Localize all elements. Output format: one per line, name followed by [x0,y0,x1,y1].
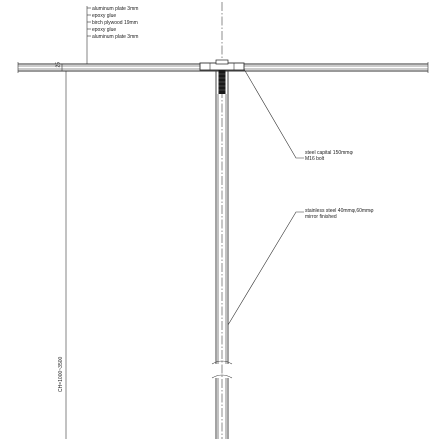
column-callout: stainless steel 40mmφ,60mmφ mirror finis… [227,208,374,326]
capital-callout-line2: M16 bolt [305,156,325,162]
layer-label-3: birch plywood 19mm [92,20,138,26]
m16-bolt [215,59,229,94]
column-break-symbol [211,360,233,379]
layer-leaders [86,6,91,64]
capital-callout-line1: steel capital 150mmφ [305,150,353,156]
column-callout-line2: mirror finished [305,214,337,220]
column-callout-line1: stainless steel 40mmφ,60mmφ [305,208,374,214]
slab-thickness-label: 25 [56,62,62,68]
layer-label-2: epoxy glue [92,13,116,19]
ceiling-height-dimension: CH=1000~3500 [58,70,69,439]
stainless-column-lower [215,378,229,439]
layer-label-1: aluminum plate 3mm [92,6,138,12]
ceiling-height-label: CH=1000~3500 [58,356,64,392]
capital-callout: steel capital 150mmφ M16 bolt [243,68,353,162]
layer-label-5: aluminum plate 3mm [92,34,138,40]
stainless-column [215,71,229,364]
layer-labels: aluminum plate 3mm epoxy glue birch plyw… [92,6,138,40]
slab-thickness-dimension: 25 [56,62,64,72]
layer-label-4: epoxy glue [92,27,116,33]
